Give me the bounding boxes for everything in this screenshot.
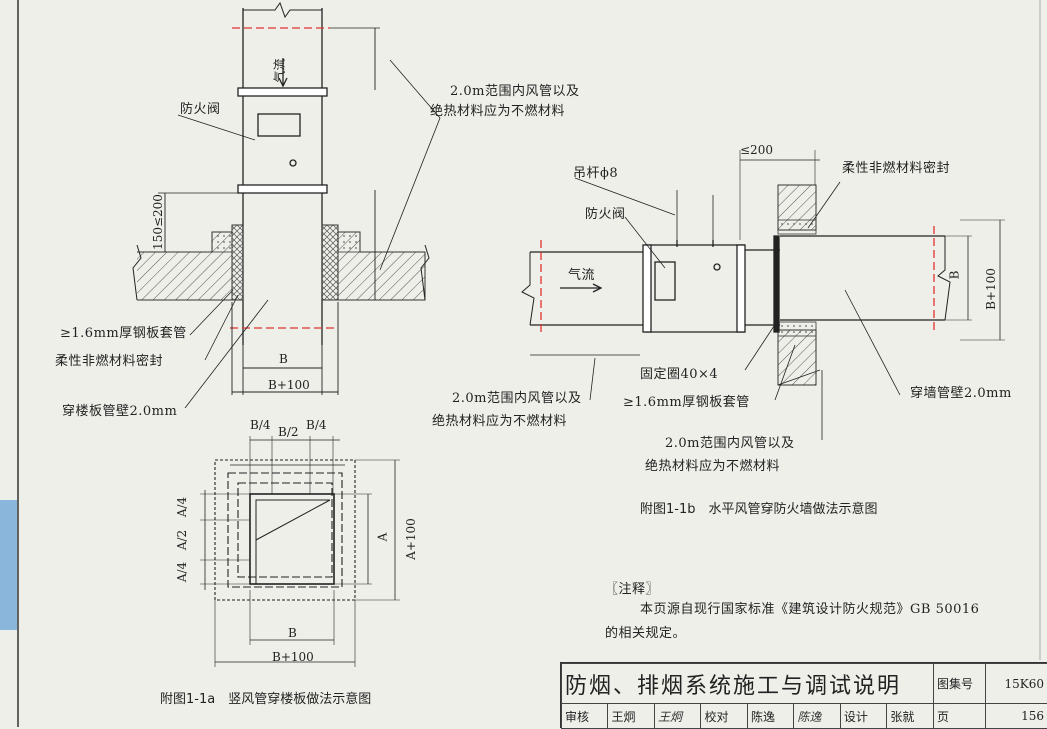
dim-B100-plan: B+100 [272,650,314,664]
design-label: 设计 [840,704,886,729]
reviewer-signature: 王炯 [654,704,700,729]
title-block: 防烟、排烟系统施工与调试说明 图集号 15K60 审核 王炯 王炯 校对 陈逸 … [560,662,1047,728]
review-label: 审核 [562,704,608,729]
dim-B-a: B [279,352,288,366]
notes-heading: 〖注释〗 [605,578,659,597]
dim-B4-right: B/4 [306,418,327,432]
label-hanger: 吊杆ϕ8 [573,162,618,181]
label-fire-damper-b: 防火阀 [585,203,626,222]
notes-line2: 的相关规定。 [605,622,686,641]
designer-name: 张就 [887,704,934,729]
checker-name: 陈逸 [747,704,793,729]
reviewer-name: 王炯 [608,704,654,729]
page-label: 页 [934,704,986,729]
dim-B2: B/2 [278,425,299,439]
checker-signature: 陈逸 [794,704,840,729]
dim-B-plan: B [288,626,297,640]
label-floor-wall: 穿楼板管壁2.0mm [62,400,177,419]
caption-fig-b: 附图1-1b 水平风管穿防火墙做法示意图 [640,498,878,517]
note-2m-b1-line1: 2.0m范围内风管以及 [452,387,582,406]
dim-A2: A/2 [175,530,189,550]
note-2m-b2-line1: 2.0m范围内风管以及 [665,432,795,451]
dim-A: A [375,533,389,542]
dim-B100-a: B+100 [268,378,310,392]
dim-A4-top: A/4 [175,497,189,517]
dim-150-200: 150≤200 [151,194,165,250]
label-fixing-ring: 固定圈40×4 [640,363,718,382]
atlas-no: 15K60 [986,664,1047,704]
atlas-no-label: 图集号 [934,664,986,704]
notes-line1: 本页源自现行国家标准《建筑设计防火规范》GB 50016 [640,598,979,617]
label-airflow-a: 气流 [271,58,288,82]
label-airflow-b: 气流 [568,264,595,283]
dim-B100-b: B+100 [984,268,998,310]
dim-A4-bottom: A/4 [175,562,189,582]
dim-A100: A+100 [404,518,418,560]
note-2m-left-line2: 绝热材料应为不燃材料 [430,100,565,119]
dim-le200: ≤200 [740,143,773,157]
note-2m-b2-line2: 绝热材料应为不燃材料 [645,455,780,474]
label-wall-pipe: 穿墙管壁2.0mm [910,382,1012,401]
dim-B-b: B [947,271,961,280]
label-steel-sleeve-b: ≥1.6mm厚钢板套管 [623,391,750,410]
plan-drawing [200,436,400,667]
side-blue-tab [0,500,17,630]
label-flexible-seal-b: 柔性非燃材料密封 [842,157,950,176]
title-block-title: 防烟、排烟系统施工与调试说明 [562,664,934,704]
label-steel-sleeve-a: ≥1.6mm厚钢板套管 [60,322,187,341]
page-number: 156 [986,704,1047,729]
caption-fig-a: 附图1-1a 竖风管穿楼板做法示意图 [160,688,371,707]
check-label: 校对 [701,704,747,729]
note-2m-b1-line2: 绝热材料应为不燃材料 [432,410,567,429]
label-flexible-seal-a: 柔性非燃材料密封 [55,350,163,369]
note-2m-left-line1: 2.0m范围内风管以及 [450,80,580,99]
label-fire-damper-a: 防火阀 [180,98,221,117]
dim-B4-left: B/4 [250,418,271,432]
